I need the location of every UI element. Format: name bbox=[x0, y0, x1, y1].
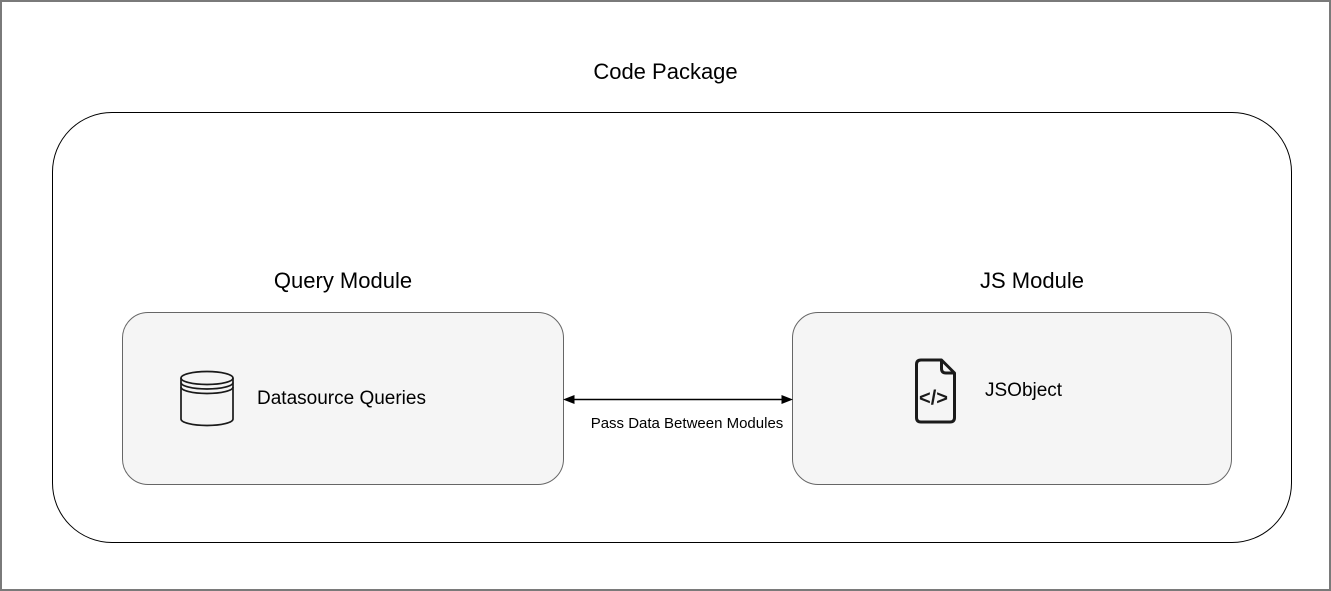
code-package-container bbox=[52, 112, 1292, 543]
js-module-box: </> JSObject bbox=[792, 312, 1232, 485]
js-module-label: JS Module bbox=[980, 268, 1084, 293]
connection-label: Pass Data Between Modules bbox=[590, 415, 784, 432]
js-module-item-label: JSObject bbox=[985, 379, 1063, 401]
query-module-item-label: Datasource Queries bbox=[257, 387, 426, 409]
arrow-left-head bbox=[563, 395, 575, 404]
bidirectional-arrow bbox=[563, 395, 793, 404]
code-glyph: </> bbox=[919, 387, 948, 409]
arrow-right-head bbox=[781, 395, 793, 404]
database-icon bbox=[180, 370, 234, 427]
query-module-label: Query Module bbox=[273, 268, 413, 293]
diagram-title: Code Package bbox=[593, 59, 738, 84]
query-module-box: Datasource Queries bbox=[122, 312, 564, 485]
code-file-icon: </> bbox=[913, 358, 958, 424]
